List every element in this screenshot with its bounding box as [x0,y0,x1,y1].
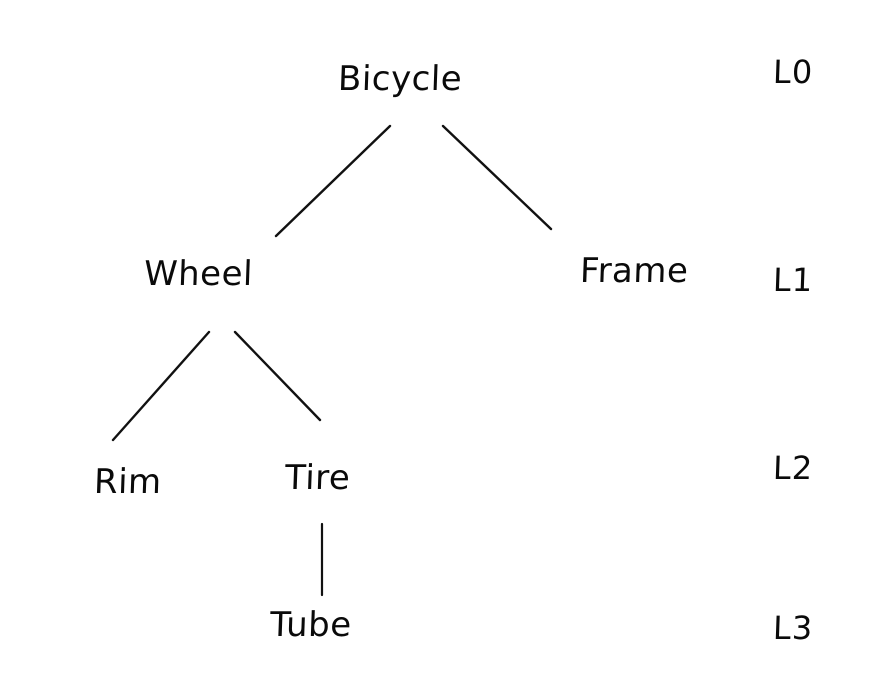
edge-wheel-rim [111,330,211,442]
node-rim[interactable]: Rim [93,462,163,502]
edge-bicycle-wheel [274,124,392,238]
level-label-l0: L0 [772,53,814,91]
node-tire[interactable]: Tire [284,458,352,498]
node-tube[interactable]: Tube [269,605,353,645]
edge-wheel-tire [233,330,322,422]
edge-bicycle-frame [441,124,553,231]
level-label-l1: L1 [772,261,814,299]
level-label-l3: L3 [772,609,814,647]
node-frame[interactable]: Frame [579,251,690,291]
node-wheel[interactable]: Wheel [143,254,254,294]
level-label-l2: L2 [772,449,814,487]
node-bicycle[interactable]: Bicycle [337,59,463,99]
